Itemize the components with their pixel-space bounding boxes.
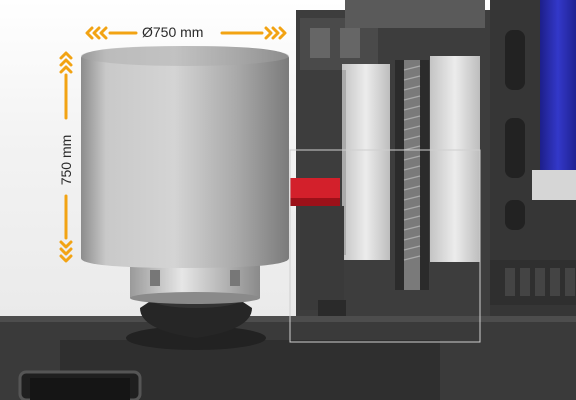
diameter-label: Ø750 mm — [142, 24, 204, 40]
workholding-chuck — [130, 262, 260, 304]
vertical-slide — [300, 206, 346, 322]
triple-chevron-left-icon — [85, 26, 108, 40]
rotary-table — [126, 292, 266, 350]
triple-chevron-up-icon — [59, 51, 73, 74]
frame-outline — [289, 149, 481, 343]
machine-base — [0, 316, 576, 400]
height-label: 750 mm — [58, 134, 74, 186]
diameter-dimension — [85, 26, 287, 40]
triple-chevron-right-icon — [264, 26, 287, 40]
spindle-motor — [532, 0, 576, 200]
guard-panels — [342, 56, 480, 262]
top-bracket — [300, 0, 485, 70]
workpiece-cylinder — [81, 46, 289, 268]
ball-screw — [395, 60, 429, 290]
red-slide-block — [290, 178, 340, 206]
height-dimension — [59, 51, 73, 263]
triple-chevron-down-icon — [59, 240, 73, 263]
